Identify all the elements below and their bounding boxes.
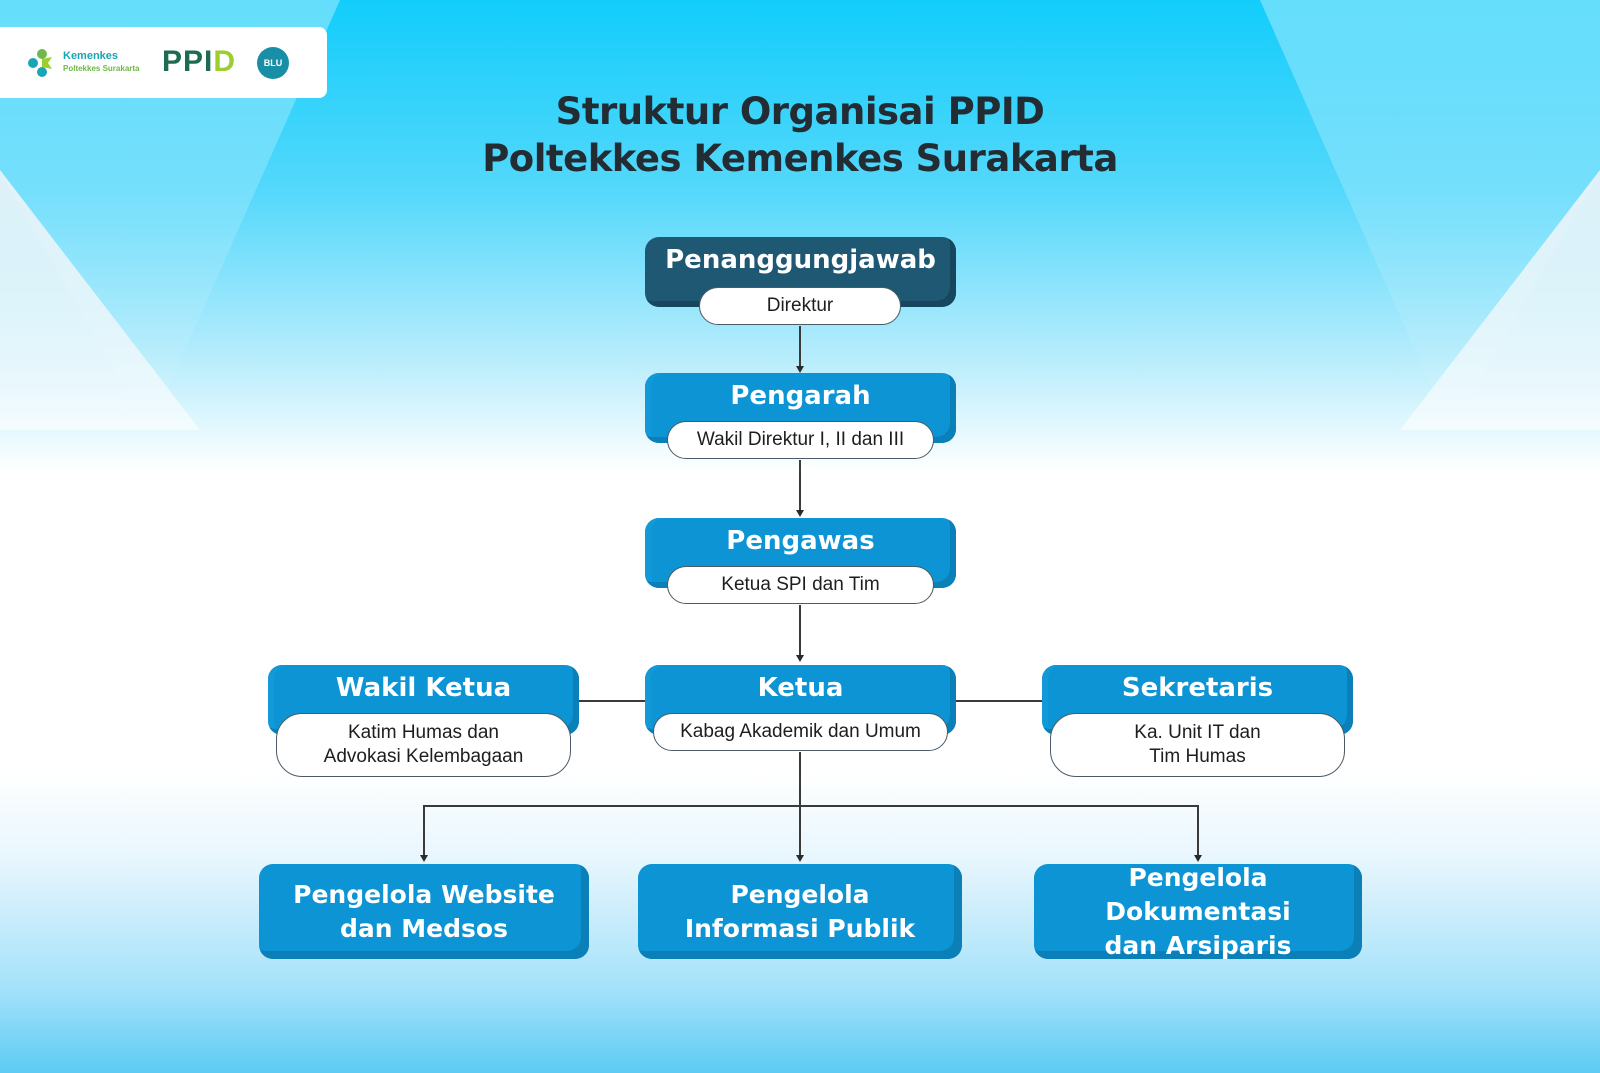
connector-website — [423, 805, 425, 857]
connector-sekretaris — [954, 700, 1042, 702]
node-wakil-ketua: Wakil Ketua Katim Humas dan Advokasi Kel… — [268, 665, 579, 777]
arrow-down-icon — [1194, 855, 1202, 862]
arrow-down-icon — [796, 655, 804, 662]
arrow-down-icon — [420, 855, 428, 862]
box-line2: Informasi Publik — [684, 913, 916, 943]
connector-dokumentasi — [1197, 805, 1199, 857]
arrow-down-icon — [796, 366, 804, 373]
box-line1: Pengelola Website — [293, 879, 555, 909]
ppid-logo-text: PPI — [162, 45, 214, 78]
holder-line2: Advokasi Kelembagaan — [323, 746, 524, 767]
role-label: Sekretaris — [1121, 673, 1274, 703]
node-pengarah: Pengarah Wakil Direktur I, II dan III — [645, 373, 956, 463]
blu-logo-icon: BLU — [257, 47, 289, 79]
poltekkes-label: Poltekkes Surakarta — [63, 64, 140, 73]
box-line2: dan Medsos — [340, 913, 508, 943]
node-header: Penanggungjawab — [645, 237, 956, 307]
holder-pill: Wakil Direktur I, II dan III — [667, 421, 934, 459]
connector-pengarah-pengawas — [799, 460, 801, 512]
connector-horizontal-bottom — [423, 805, 1198, 807]
box-line2: dan Arsiparis — [1104, 930, 1292, 960]
kemenkes-label: Kemenkes — [63, 50, 119, 62]
node-ketua: Ketua Kabag Akademik dan Umum — [645, 665, 956, 755]
holder-pill: Kabag Akademik dan Umum — [653, 713, 948, 751]
holder-pill: Ketua SPI dan Tim — [667, 566, 934, 604]
role-label: Penanggungjawab — [665, 245, 936, 275]
holder-line1: Katim Humas dan — [347, 722, 499, 743]
box-line1: Pengelola — [730, 879, 870, 909]
holder-line1: Ka. Unit IT dan — [1134, 722, 1261, 743]
holder-pill: Direktur — [699, 287, 901, 325]
node-pengelola-informasi: Pengelola Informasi Publik — [638, 864, 962, 959]
node-pengelola-dokumentasi: Pengelola Dokumentasi dan Arsiparis — [1034, 862, 1362, 960]
role-label: Wakil Ketua — [335, 673, 512, 703]
role-label: Pengarah — [730, 381, 871, 411]
page-title-line2: Poltekkes Kemenkes Surakarta — [482, 137, 1118, 180]
box-line1: Pengelola Dokumentasi — [1105, 862, 1291, 926]
connector-wakil-ketua — [578, 700, 646, 702]
kemenkes-logo-icon — [28, 49, 52, 77]
page-title-line1: Struktur Organisai PPID — [555, 90, 1045, 133]
role-label: Ketua — [757, 673, 844, 703]
role-label: Pengawas — [726, 526, 875, 556]
holder-pill: Katim Humas dan Advokasi Kelembagaan — [276, 713, 571, 777]
logo-card: Kemenkes Poltekkes Surakarta PPID BLU — [0, 27, 327, 98]
blu-logo-text: BLU — [263, 58, 283, 68]
arrow-down-icon — [796, 510, 804, 517]
ppid-logo: PPID — [162, 45, 236, 79]
holder-pill: Ka. Unit IT dan Tim Humas — [1050, 713, 1345, 777]
ppid-logo-d: D — [213, 45, 237, 78]
node-sekretaris: Sekretaris Ka. Unit IT dan Tim Humas — [1042, 665, 1353, 777]
node-pengawas: Pengawas Ketua SPI dan Tim — [645, 518, 956, 608]
kemenkes-logo-text: Kemenkes Poltekkes Surakarta — [63, 51, 140, 73]
arrow-down-icon — [796, 855, 804, 862]
holder-line2: Tim Humas — [1149, 746, 1246, 767]
node-pengelola-website: Pengelola Website dan Medsos — [259, 864, 589, 959]
node-penanggungjawab: Penanggungjawab Direktur — [645, 237, 956, 327]
connector-penanggungjawab-pengarah — [799, 326, 801, 368]
connector-pengawas-ketua — [799, 605, 801, 657]
